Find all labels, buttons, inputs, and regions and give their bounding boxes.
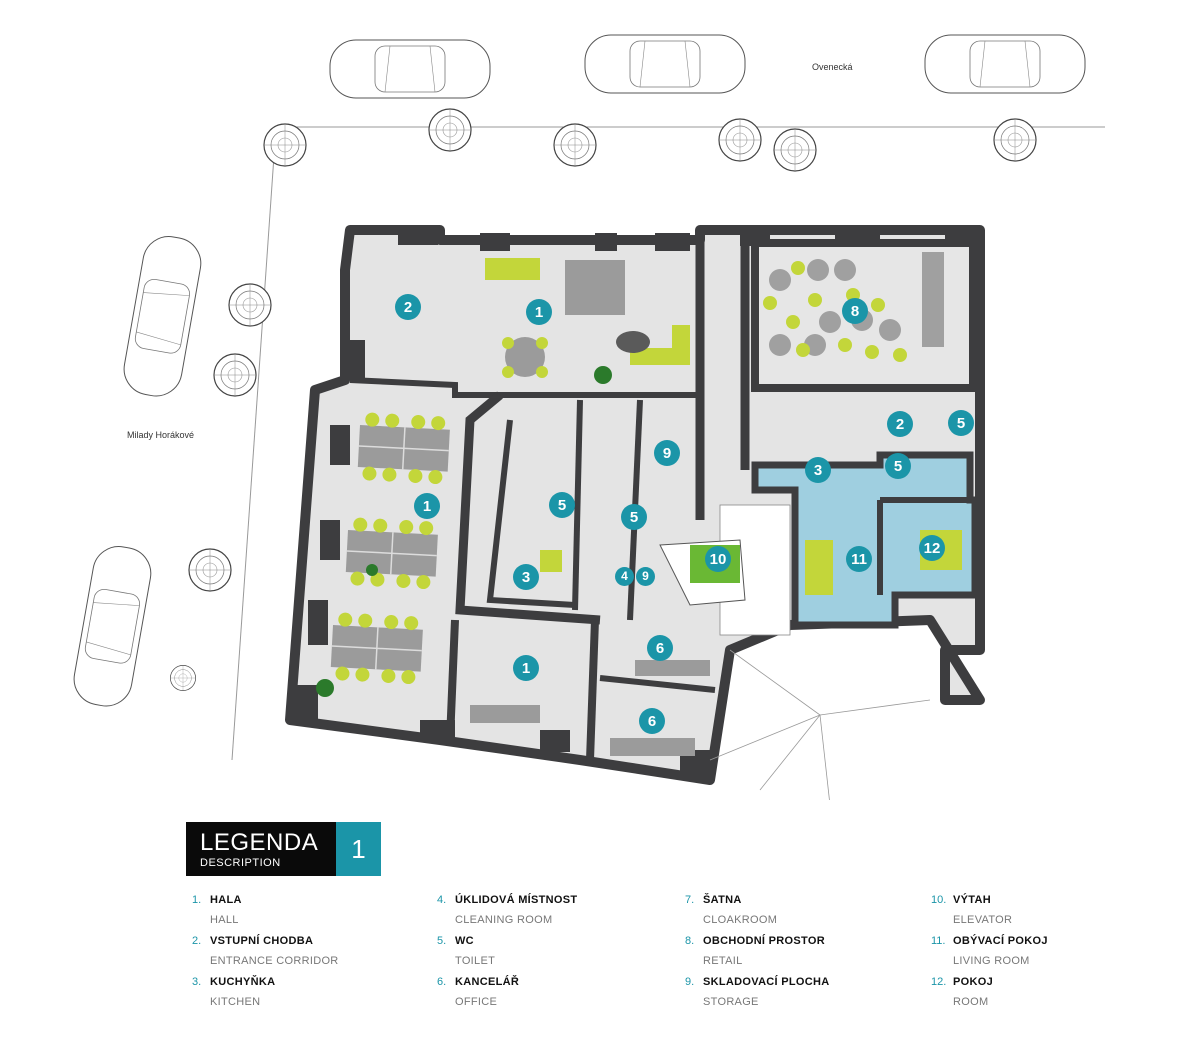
legend-item: 5. WC TOILET bbox=[437, 933, 667, 974]
legend-item-translation: CLOAKROOM bbox=[703, 914, 778, 926]
legend-item-translation: HALL bbox=[210, 914, 239, 926]
room-label-elevator: 10 bbox=[705, 546, 731, 572]
legend-item-name: HALA bbox=[210, 894, 242, 906]
floor-plan: Ovenecká Milady Horákové 1 1 1 2 2 3 3 5… bbox=[69, 34, 1105, 806]
legend-item: 1. HALA HALL bbox=[192, 892, 422, 933]
legend-item: 10. VÝTAH ELEVATOR bbox=[931, 892, 1161, 933]
legend-item: 11. OBÝVACÍ POKOJ LIVING ROOM bbox=[931, 933, 1161, 974]
room-label-room: 12 bbox=[919, 535, 945, 561]
room-label-living-room: 11 bbox=[846, 546, 872, 572]
legend-item-name: SKLADOVACÍ PLOCHA bbox=[703, 976, 830, 988]
legend-title-box: LEGENDA DESCRIPTION bbox=[186, 822, 336, 876]
legend-item-translation: TOILET bbox=[455, 955, 496, 967]
legend-item-name: OBCHODNÍ PROSTOR bbox=[703, 935, 825, 947]
legend-item-translation: ENTRANCE CORRIDOR bbox=[210, 955, 339, 967]
legend-column: 1. HALA HALL 2. VSTUPNÍ CHODBA ENTRANCE CORR… bbox=[192, 892, 422, 1015]
legend-title: LEGENDA bbox=[200, 829, 319, 856]
legend-item-number: 7. bbox=[685, 894, 695, 906]
room-label-cleaning-room: 4 bbox=[615, 566, 634, 586]
legend-item: 8. OBCHODNÍ PROSTOR RETAIL bbox=[685, 933, 915, 974]
legend-item: 6. KANCELÁŘ OFFICE bbox=[437, 974, 667, 1015]
room-label-entrance-corridor: 2 bbox=[395, 294, 421, 320]
legend-item-number: 5. bbox=[437, 935, 447, 947]
legend-item-number: 12. bbox=[931, 976, 947, 988]
room-label-office: 6 bbox=[647, 635, 673, 661]
legend-item: 2. VSTUPNÍ CHODBA ENTRANCE CORRIDOR bbox=[192, 933, 422, 974]
legend-item-name: VÝTAH bbox=[953, 894, 991, 906]
room-label-cleaning-storage: 4 9 bbox=[615, 563, 655, 589]
legend-item-translation: ELEVATOR bbox=[953, 914, 1013, 926]
legend-item-translation: LIVING ROOM bbox=[953, 955, 1030, 967]
legend-item-number: 8. bbox=[685, 935, 695, 947]
legend-number: 1 bbox=[336, 822, 381, 876]
room-label-storage: 9 bbox=[654, 440, 680, 466]
car-icon bbox=[69, 541, 156, 711]
room-label-entrance-corridor: 2 bbox=[887, 411, 913, 437]
legend-item-number: 4. bbox=[437, 894, 447, 906]
room-label-storage: 9 bbox=[636, 566, 655, 586]
legend-column: 7. ŠATNA CLOAKROOM 8. OBCHODNÍ PROSTOR RETAI… bbox=[685, 892, 915, 1015]
legend-item: 4. ÚKLIDOVÁ MÍSTNOST CLEANING ROOM bbox=[437, 892, 667, 933]
legend-item-name: ÚKLIDOVÁ MÍSTNOST bbox=[455, 894, 578, 906]
room-label-hall: 1 bbox=[513, 655, 539, 681]
room-label-toilet: 5 bbox=[948, 410, 974, 436]
legend-item-name: POKOJ bbox=[953, 976, 994, 988]
car-icon bbox=[584, 34, 746, 94]
legend-item: 7. ŠATNA CLOAKROOM bbox=[685, 892, 915, 933]
room-label-kitchen: 3 bbox=[513, 564, 539, 590]
street-name-west: Milady Horákové bbox=[127, 430, 195, 440]
legend-subtitle: DESCRIPTION bbox=[200, 857, 281, 869]
legend-item-name: OBÝVACÍ POKOJ bbox=[953, 935, 1048, 947]
room-label-retail: 8 bbox=[842, 298, 868, 324]
floor-plan-drawing bbox=[69, 34, 1105, 806]
room-label-toilet: 5 bbox=[621, 504, 647, 530]
room-label-hall: 1 bbox=[414, 493, 440, 519]
room-label-office: 6 bbox=[639, 708, 665, 734]
car-icon bbox=[329, 39, 491, 99]
legend-item-name: ŠATNA bbox=[703, 894, 742, 906]
room-label-hall: 1 bbox=[526, 299, 552, 325]
room-label-kitchen: 3 bbox=[805, 457, 831, 483]
legend-item-number: 1. bbox=[192, 894, 202, 906]
legend-item-translation: OFFICE bbox=[455, 996, 498, 1008]
legend-item-name: VSTUPNÍ CHODBA bbox=[210, 935, 314, 947]
legend-item-translation: CLEANING ROOM bbox=[455, 914, 553, 926]
legend-item: 3. KUCHYŇKA KITCHEN bbox=[192, 974, 422, 1015]
legend-item-translation: RETAIL bbox=[703, 955, 743, 967]
legend-item-translation: ROOM bbox=[953, 996, 989, 1008]
legend-item: 9. SKLADOVACÍ PLOCHA STORAGE bbox=[685, 974, 915, 1015]
room-label-toilet: 5 bbox=[885, 453, 911, 479]
legend-item-number: 11. bbox=[931, 935, 946, 947]
legend-item-number: 9. bbox=[685, 976, 695, 988]
street-name-north: Ovenecká bbox=[812, 62, 853, 72]
car-icon bbox=[924, 34, 1086, 94]
legend-item-number: 10. bbox=[931, 894, 947, 906]
legend-item-name: WC bbox=[455, 935, 474, 947]
legend-item-name: KUCHYŇKA bbox=[210, 976, 276, 988]
legend-item-translation: KITCHEN bbox=[210, 996, 261, 1008]
legend-item-name: KANCELÁŘ bbox=[455, 976, 520, 988]
legend-item: 12. POKOJ ROOM bbox=[931, 974, 1161, 1015]
legend-item-number: 6. bbox=[437, 976, 447, 988]
legend-item-number: 3. bbox=[192, 976, 202, 988]
room-label-toilet: 5 bbox=[549, 492, 575, 518]
legend-column: 4. ÚKLIDOVÁ MÍSTNOST CLEANING ROOM 5. WC TOI… bbox=[437, 892, 667, 1015]
car-icon bbox=[119, 231, 206, 401]
legend-header: LEGENDA DESCRIPTION 1 bbox=[186, 822, 381, 876]
legend-item-translation: STORAGE bbox=[703, 996, 759, 1008]
legend-item-number: 2. bbox=[192, 935, 202, 947]
legend-column: 10. VÝTAH ELEVATOR 11. OBÝVACÍ POKOJ LIVING … bbox=[931, 892, 1161, 1015]
